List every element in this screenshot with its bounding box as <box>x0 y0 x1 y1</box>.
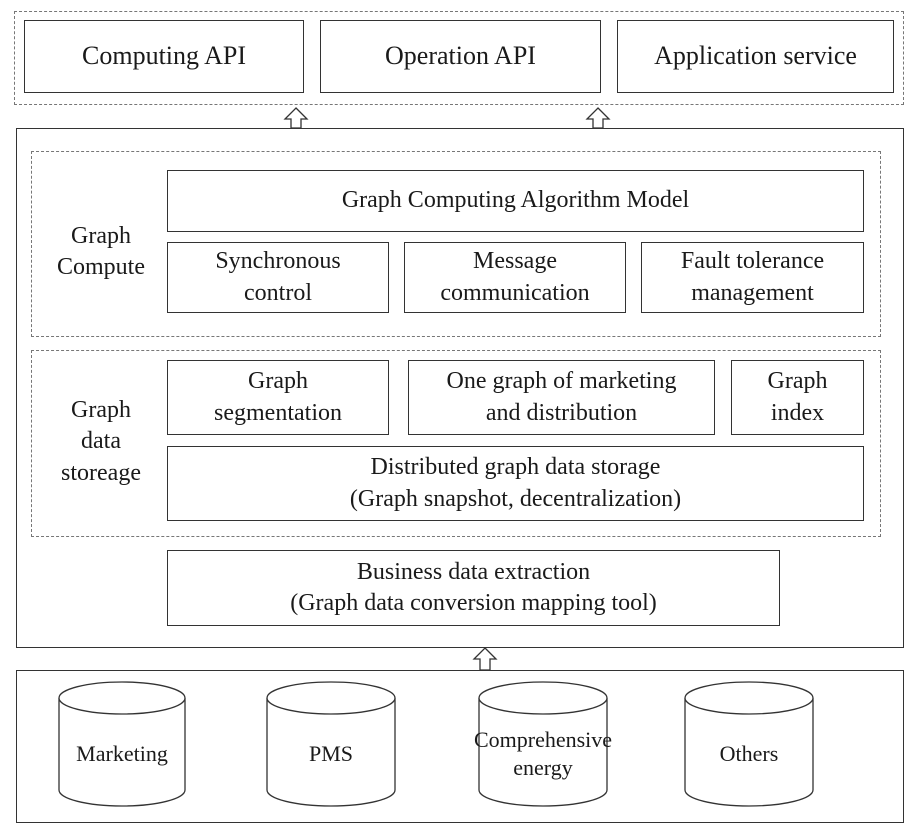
comprehensive-energy-label-2: energy <box>513 755 572 780</box>
one-graph-box: One graph of marketing and distribution <box>408 360 715 435</box>
distributed-storage-box: Distributed graph data storage (Graph sn… <box>167 446 864 521</box>
business-extraction-box: Business data extraction (Graph data con… <box>167 550 780 626</box>
graph-storage-label: Graph data storeage <box>61 397 141 486</box>
pms-label: PMS <box>309 741 353 766</box>
graph-compute-label: Graph Compute <box>57 222 145 280</box>
graph-compute-group <box>31 151 881 337</box>
operation-api-box: Operation API <box>320 20 601 93</box>
marketing-cylinder <box>58 681 186 807</box>
pms-cylinder <box>266 681 396 807</box>
marketing-label: Marketing <box>76 741 168 766</box>
comprehensive-energy-label-1: Comprehensive <box>474 727 612 752</box>
synchronous-control-box: Synchronous control <box>167 242 389 313</box>
others-cylinder <box>684 681 814 807</box>
operation-api-label: Operation API <box>385 41 536 71</box>
api-layer <box>14 11 904 105</box>
fault-tolerance-box: Fault tolerance management <box>641 242 864 313</box>
computing-api-box: Computing API <box>24 20 304 93</box>
graph-platform-container <box>16 128 904 648</box>
computing-api-label: Computing API <box>82 41 246 71</box>
others-label: Others <box>720 741 779 766</box>
data-sources-container <box>16 670 904 823</box>
application-service-box: Application service <box>617 20 894 93</box>
graph-segmentation-box: Graph segmentation <box>167 360 389 435</box>
application-service-label: Application service <box>654 41 857 71</box>
comprehensive-energy-cylinder <box>478 681 608 807</box>
algorithm-model-box: Graph Computing Algorithm Model <box>167 170 864 232</box>
message-communication-box: Message communication <box>404 242 626 313</box>
graph-index-box: Graph index <box>731 360 864 435</box>
graph-storage-group <box>31 350 881 537</box>
